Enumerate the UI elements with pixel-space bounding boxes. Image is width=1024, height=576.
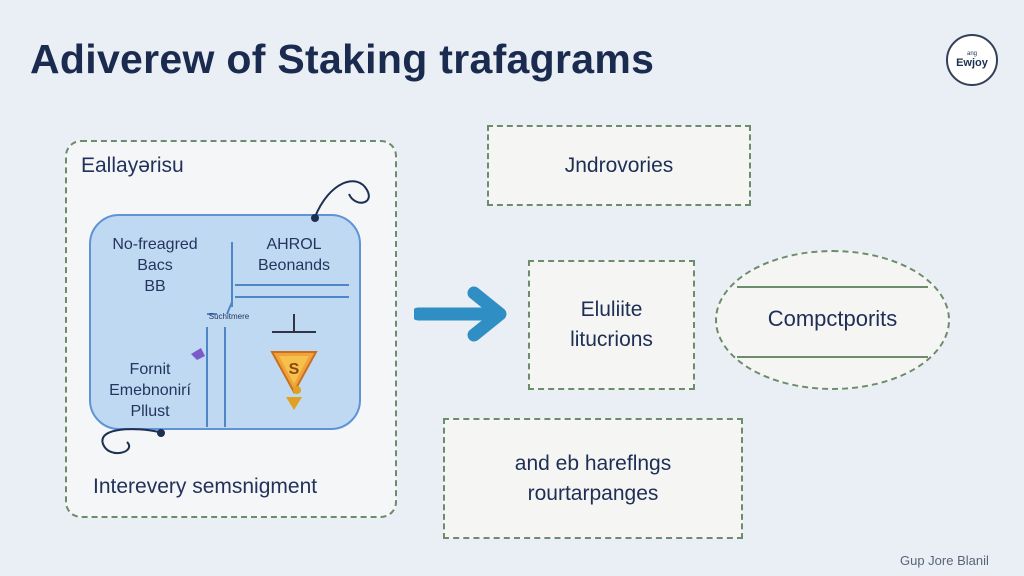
inner-left-bottom-line1: Fornit xyxy=(129,361,171,378)
inner-left-top-line2: Bacs xyxy=(137,257,173,274)
box-bottom-line2: rourtarpanges xyxy=(527,481,659,505)
page-title: Adiverew of Staking trafagrams xyxy=(30,36,655,82)
ellipse-label: Compctporits xyxy=(767,306,898,331)
box-middle: Eluliite litucrions xyxy=(528,260,695,390)
inner-left-bottom-line2: Emebnonirí xyxy=(109,382,191,399)
shield-badge-letter: S xyxy=(288,361,300,378)
ellipse-top-line xyxy=(737,286,928,288)
inner-small-label: Suchitmere xyxy=(208,312,250,321)
left-panel-bottom-label: Interevery semsnigment xyxy=(93,475,318,498)
box-top-label: Jndrovories xyxy=(564,153,674,177)
box-bottom: and eb hareflngs rourtarpanges xyxy=(443,418,743,539)
inner-right-top-line2: Beonands xyxy=(257,257,331,274)
left-panel-title: Eallayərisu xyxy=(81,154,184,177)
ellipse-bottom-line xyxy=(737,356,928,358)
right-arrow-icon xyxy=(414,286,507,342)
inner-left-bottom-line3: Pllust xyxy=(130,403,170,420)
left-panel: Eallayərisu No-freagred Bacs BB AHROL Be… xyxy=(65,140,397,518)
box-middle-line2: litucrions xyxy=(570,328,653,351)
credit-text: Gup Jore Blanil xyxy=(900,553,989,568)
logo-text: Ewjoy xyxy=(956,57,988,69)
inner-right-top-line1: AHROL xyxy=(266,236,322,253)
logo-small-text: ang xyxy=(966,51,977,57)
inner-left-top-line1: No-freagred xyxy=(112,236,198,253)
inner-left-top-line3: BB xyxy=(144,278,166,295)
box-top: Jndrovories xyxy=(487,125,751,206)
box-bottom-line1: and eb hareflngs xyxy=(514,451,672,475)
box-middle-line1: Eluliite xyxy=(580,298,643,321)
ellipse-node: Compctporits xyxy=(715,250,950,390)
logo-badge: ang Ewjoy xyxy=(946,34,998,86)
